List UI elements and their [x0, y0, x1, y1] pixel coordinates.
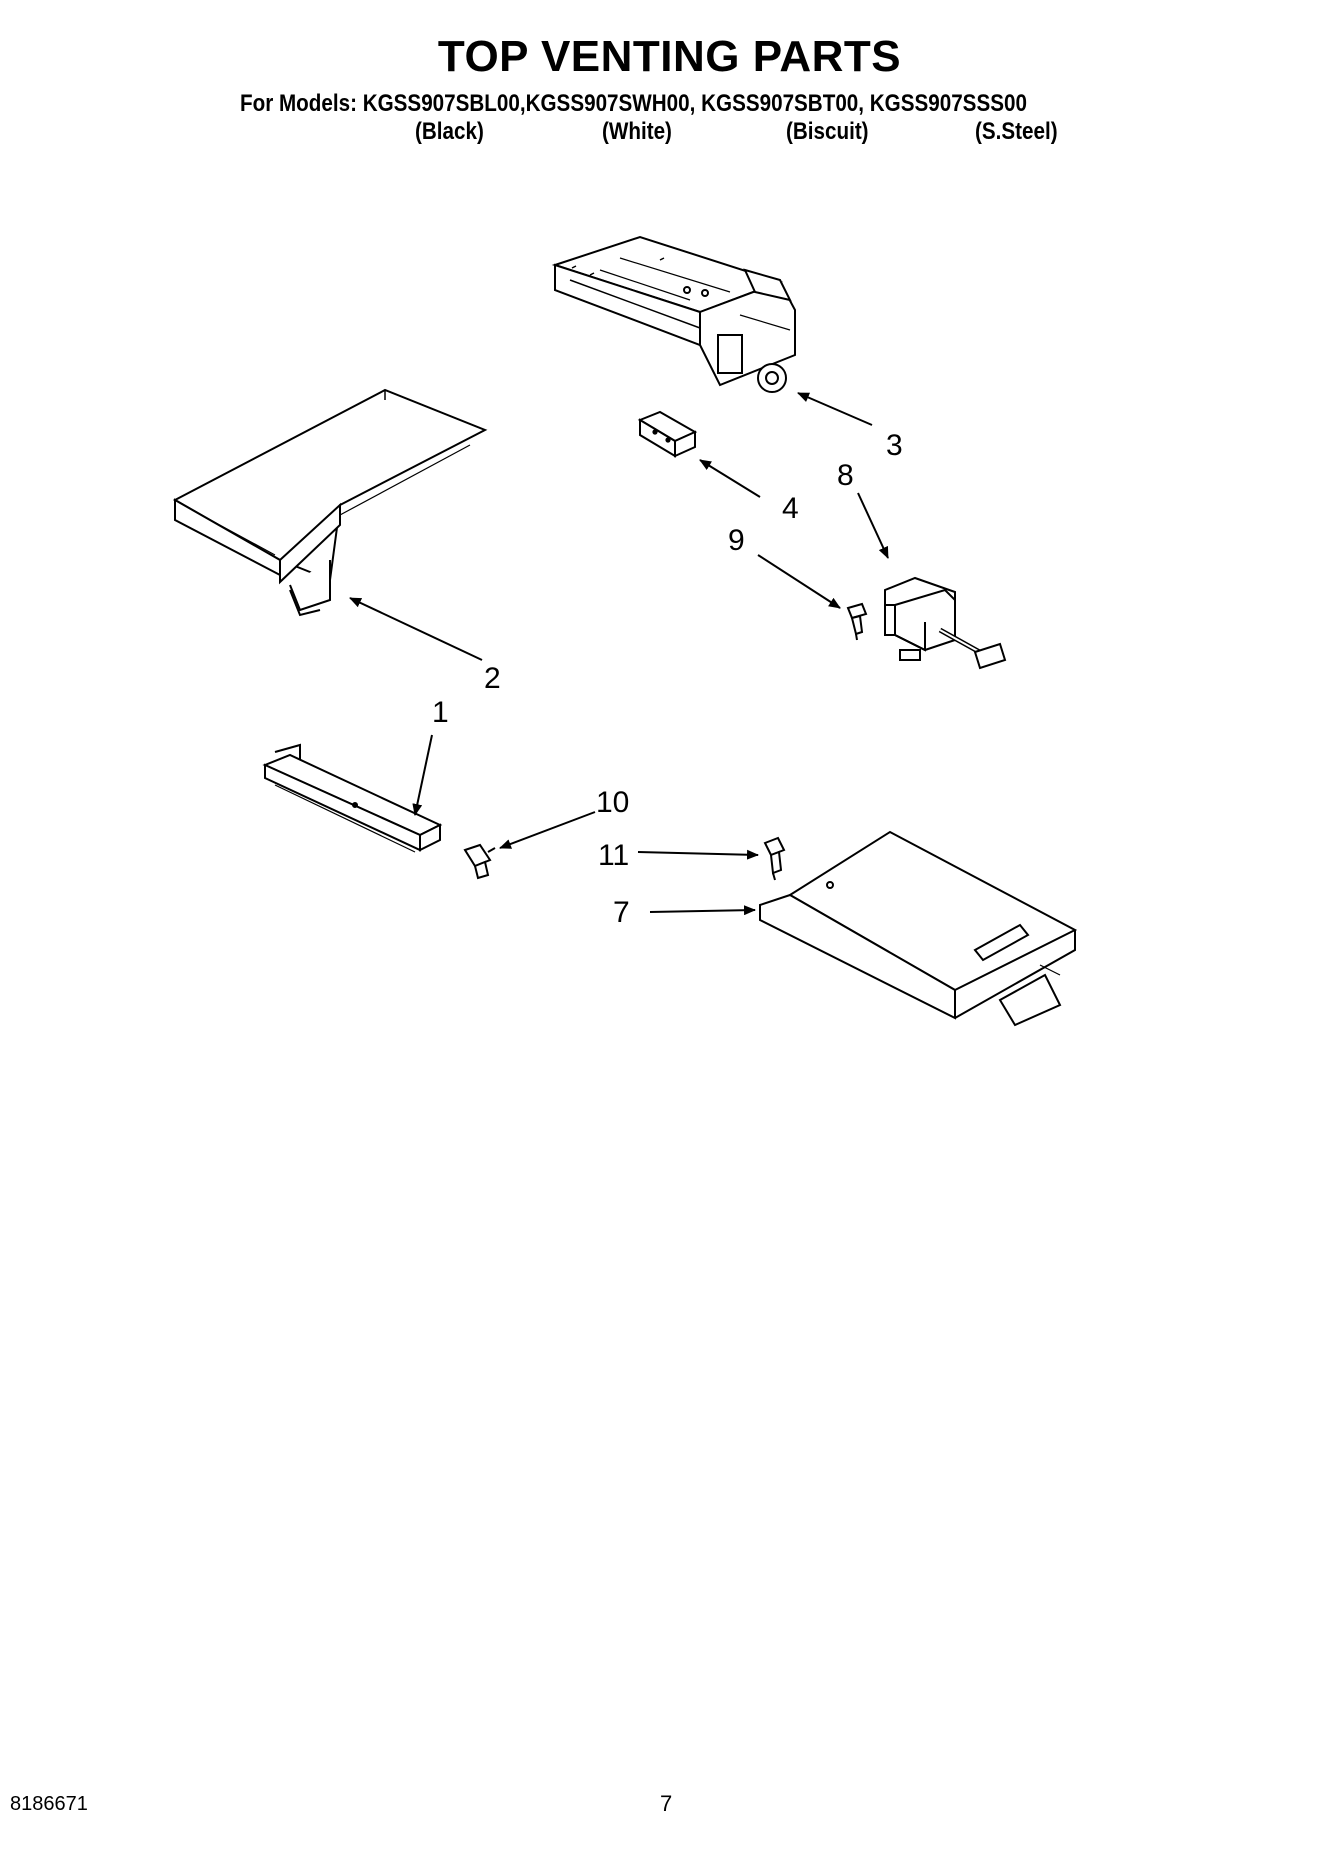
callout-1: 1 [432, 696, 449, 729]
callout-11: 11 [598, 839, 629, 872]
part-1-bracket [262, 743, 443, 853]
leader-lines [349, 392, 889, 916]
leader-9 [757, 554, 841, 609]
callout-8: 8 [837, 459, 854, 492]
models-line: For Models: KGSS907SBL00,KGSS907SWH00, K… [240, 90, 1027, 118]
leader-11 [637, 849, 759, 860]
leader-1 [412, 734, 433, 816]
doc-number: 8186671 [10, 1793, 88, 1815]
models-list: KGSS907SBL00,KGSS907SWH00, KGSS907SBT00,… [362, 90, 1027, 117]
callout-9: 9 [728, 524, 745, 557]
leader-8 [857, 492, 889, 559]
leader-10 [499, 811, 596, 849]
callout-7: 7 [613, 896, 630, 929]
part-7-cover-plate [759, 830, 1078, 1027]
leader-2 [349, 597, 483, 661]
part-9-screw [846, 602, 868, 641]
callout-2: 2 [484, 662, 501, 695]
callout-10: 10 [596, 786, 629, 819]
color-label-black: (Black) [415, 118, 484, 145]
part-11-screw [763, 836, 786, 881]
leader-7 [649, 905, 756, 916]
page-number: 7 [660, 1791, 673, 1816]
color-label-biscuit: (Biscuit) [786, 118, 869, 145]
part-4-block [637, 410, 698, 458]
callout-3: 3 [886, 429, 903, 462]
part-10-screw [463, 843, 496, 880]
part-8-transformer [884, 576, 1007, 670]
leader-4 [699, 459, 761, 498]
color-label-ssteel: (S.Steel) [975, 118, 1058, 145]
color-label-white: (White) [602, 118, 672, 145]
callout-4: 4 [782, 492, 799, 525]
part-2-duct-panel [172, 388, 488, 617]
page-title: TOP VENTING PARTS [437, 32, 902, 81]
part-3-blower-assembly [551, 235, 796, 393]
models-prefix: For Models: [240, 90, 357, 117]
leader-3 [797, 392, 873, 426]
